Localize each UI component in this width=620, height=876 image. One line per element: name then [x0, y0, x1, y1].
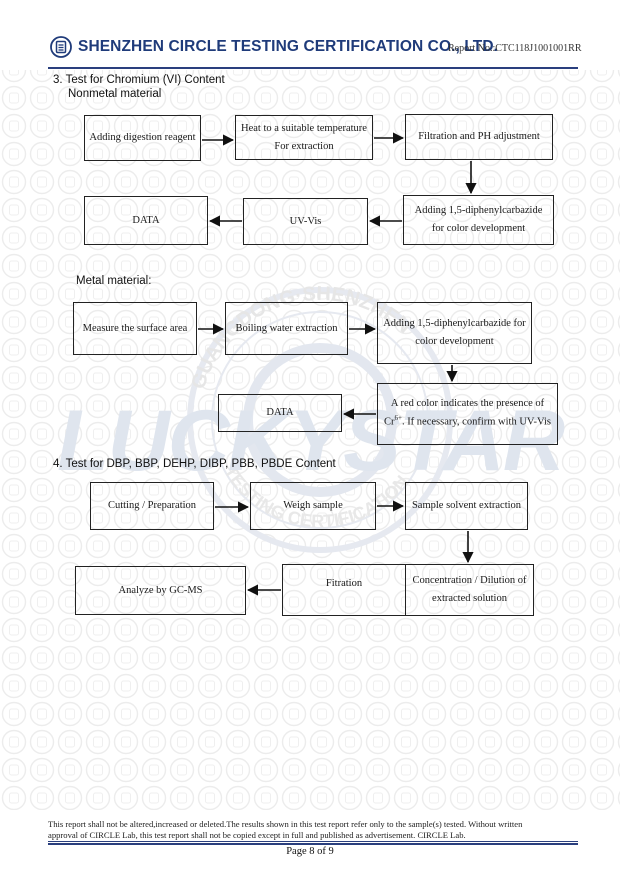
- box-adding-diphenylcarbazide-metal: Adding 1,5-diphenylcarbazide for color d…: [377, 302, 532, 364]
- box-solvent-extraction: Sample solvent extraction: [405, 482, 528, 530]
- box-measure-surface: Measure the surface area: [73, 302, 197, 355]
- footer-disclaimer: This report shall not be altered,increas…: [48, 819, 523, 840]
- cr-charge: 6+: [394, 414, 402, 423]
- report-number: Report No.:CTC118J1001001RR: [448, 43, 582, 54]
- box-data-metal: DATA: [218, 394, 342, 432]
- box-red-color-indicates: A red color indicates the presence of Cr…: [377, 383, 558, 445]
- section-4-title: 4. Test for DBP, BBP, DEHP, DIBP, PBB, P…: [53, 458, 336, 470]
- section-3-title: 3. Test for Chromium (VI) Content: [53, 74, 225, 86]
- box-concentration-dilution: Concentration / Dilution of extracted so…: [405, 564, 534, 616]
- box-fitration: Fitration: [282, 564, 406, 616]
- box-boiling-water: Boiling water extraction: [225, 302, 348, 355]
- box-analyze-gcms: Analyze by GC-MS: [75, 566, 246, 615]
- box-uvvis: UV-Vis: [243, 198, 368, 245]
- box-weigh-sample: Weigh sample: [250, 482, 376, 530]
- company-name: SHENZHEN CIRCLE TESTING CERTIFICATION CO…: [78, 38, 499, 55]
- box-heat-extraction: Heat to a suitable temperature For extra…: [235, 115, 373, 160]
- company-logo-icon: [50, 36, 72, 58]
- header-rule: [48, 67, 578, 69]
- box-cutting-preparation: Cutting / Preparation: [90, 482, 214, 530]
- box-filtration-ph: Filtration and PH adjustment: [405, 114, 553, 160]
- box-data-nonmetal: DATA: [84, 196, 208, 245]
- metal-label: Metal material:: [76, 275, 152, 287]
- footer-rule-thick: [48, 843, 578, 845]
- box-adding-diphenylcarbazide-nonmetal: Adding 1,5-diphenylcarbazide for color d…: [403, 195, 554, 245]
- nonmetal-label: Nonmetal material: [68, 88, 162, 100]
- footer-rule: [48, 841, 578, 842]
- cr-symbol: Cr: [383, 416, 395, 428]
- page-number: Page 8 of 9: [286, 846, 334, 857]
- box-adding-digestion: Adding digestion reagent: [84, 115, 201, 161]
